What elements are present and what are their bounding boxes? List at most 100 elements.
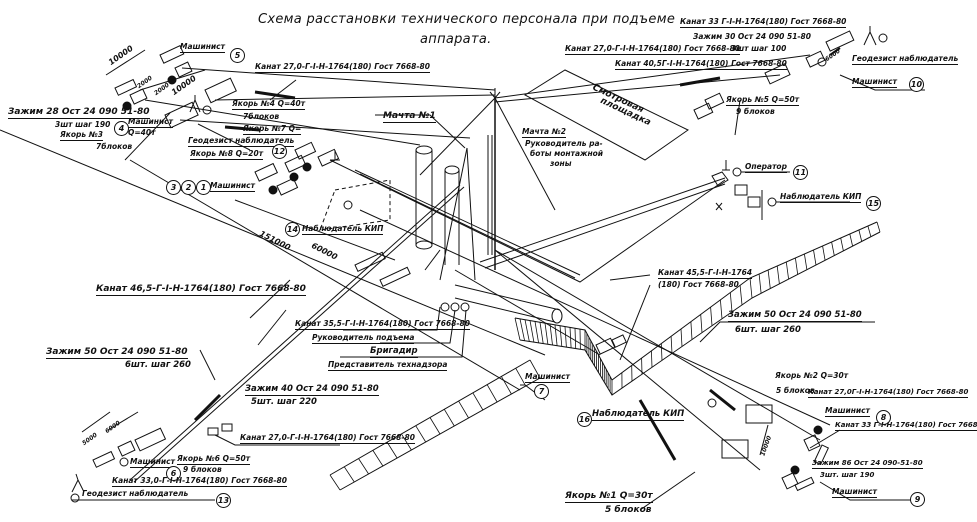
label-kanat-330: Канат 33,0-Г-I-Н-1764(180) Гост 7668-80 <box>112 476 287 487</box>
dimension-line <box>234 199 396 261</box>
dimension-line <box>139 69 206 91</box>
observation-platform <box>524 69 689 161</box>
leader-line <box>214 434 340 446</box>
label-zazhim-50-right-sub: 6шт. шаг 260 <box>735 325 801 335</box>
position-number-15: 15 <box>866 196 881 211</box>
cable-clamp <box>254 90 296 100</box>
operator-position <box>268 185 278 195</box>
label-mashinist-6: Машинист <box>130 457 175 468</box>
label-zazhim-28: Зажим 28 Ост 24 090 51-80 <box>8 107 150 119</box>
label-rukovod-montazh-3: зоны <box>550 159 572 168</box>
cable-clamp <box>679 76 721 87</box>
leader-line <box>424 249 441 271</box>
theodolite-icon <box>189 95 201 113</box>
rail <box>484 183 726 269</box>
mast-body <box>415 150 433 245</box>
transport-beam <box>454 284 561 311</box>
operator-position <box>732 167 742 177</box>
position-number-10: 10 <box>909 77 924 92</box>
embankment-hatch <box>329 221 881 491</box>
winch <box>221 423 233 432</box>
roller <box>551 308 563 324</box>
leader-line <box>249 279 291 319</box>
dimension-line <box>759 424 769 456</box>
anchor-block <box>745 404 773 424</box>
cable <box>494 249 761 471</box>
winch <box>117 440 136 457</box>
mast-base <box>415 240 433 250</box>
anchor-block <box>159 45 185 64</box>
label-geodezist-right: Геодезист наблюдатель <box>852 54 959 65</box>
geodesist-position <box>878 33 888 43</box>
valve-icon <box>715 202 723 211</box>
rail <box>479 177 726 263</box>
person-position <box>440 302 450 312</box>
skid <box>379 266 411 288</box>
label-mashinist-9: Машинист <box>832 487 877 498</box>
label-yakor-3: Якорь №3 <box>60 130 103 141</box>
position-number-5: 5 <box>230 48 245 63</box>
label-yakor-2: Якорь №2 Q=30т <box>775 371 849 380</box>
cable <box>494 74 781 103</box>
operator-position <box>790 465 800 475</box>
position-number-11: 11 <box>793 165 808 180</box>
label-kanat-33-br: Канат 33 Г-I-Н-1764(180) Гост 7668-80 <box>835 422 977 431</box>
label-yakor-4: Якорь №4 Q=40т <box>232 99 306 110</box>
embankment <box>329 221 881 491</box>
cable <box>129 184 461 481</box>
position-number-7: 7 <box>534 384 549 399</box>
cable <box>179 119 471 139</box>
winch <box>595 337 616 355</box>
leader-line <box>343 306 441 331</box>
theodolite-icon <box>863 26 877 46</box>
label-rukovod-montazh: Руководитель ра- <box>525 139 603 148</box>
leader-line <box>375 114 466 149</box>
diagram-title-line2: аппарата. <box>420 32 492 47</box>
winch <box>254 162 279 182</box>
flag-icon <box>722 160 730 171</box>
label-mashinist-5: Машинист <box>180 42 225 53</box>
winch <box>317 148 340 167</box>
person-position <box>450 302 460 312</box>
position-number-2: 2 <box>181 180 196 195</box>
label-geodezist-13: Геодезист наблюдатель <box>82 489 189 498</box>
geodesist-position <box>70 493 80 503</box>
label-yakor-2-blocks: 5 блоков <box>776 386 815 395</box>
cable-clamp <box>709 388 736 412</box>
rail-end <box>711 171 729 187</box>
winch <box>284 154 307 173</box>
skid <box>354 251 386 273</box>
dimension-line <box>81 411 111 433</box>
leader-line <box>839 74 925 91</box>
label-nabl-kip-16: Наблюдатель КИП <box>592 409 685 421</box>
label-kanat-355: Канат 35,5-Г-I-Н-1764(180) Гост 7668-80 <box>295 319 470 330</box>
label-nabl-kip-15: Наблюдатель КИП <box>780 192 862 203</box>
label-kanat-405: Канат 40,5Г-I-Н-1764(180) Гост 7668-80 <box>615 59 787 70</box>
dimension-bar <box>829 47 841 56</box>
operator-position <box>813 425 823 435</box>
anchor-block <box>825 30 855 52</box>
vessel-top <box>444 165 460 175</box>
label-yakor-5-blocks: 9 блоков <box>736 107 775 116</box>
winch <box>174 61 193 78</box>
label-rukovod-montazh-2: боты монтажной <box>530 149 604 158</box>
leader-line <box>639 471 696 511</box>
position-number-3: 3 <box>166 180 181 195</box>
dimension-line <box>124 112 171 161</box>
operator-position <box>122 101 132 111</box>
operator-position <box>119 457 129 467</box>
winch <box>803 434 821 452</box>
transport-beam <box>454 297 556 323</box>
position-number-6: 6 <box>166 466 181 481</box>
guy-line <box>419 97 496 176</box>
mast-top <box>415 145 433 155</box>
person-position <box>460 302 470 312</box>
leader-line <box>809 429 841 449</box>
label-nabl-kip-14: Наблюдатель КИП <box>302 224 384 235</box>
position-number-16: 16 <box>577 412 592 427</box>
mast-body <box>487 135 493 255</box>
label-zazhim-50-left: Зажим 50 Ост 24 090 51-80 <box>46 347 188 359</box>
label-brigadir: Бригадир <box>370 346 418 358</box>
anchor-block <box>204 77 237 104</box>
leader-line <box>199 349 216 381</box>
